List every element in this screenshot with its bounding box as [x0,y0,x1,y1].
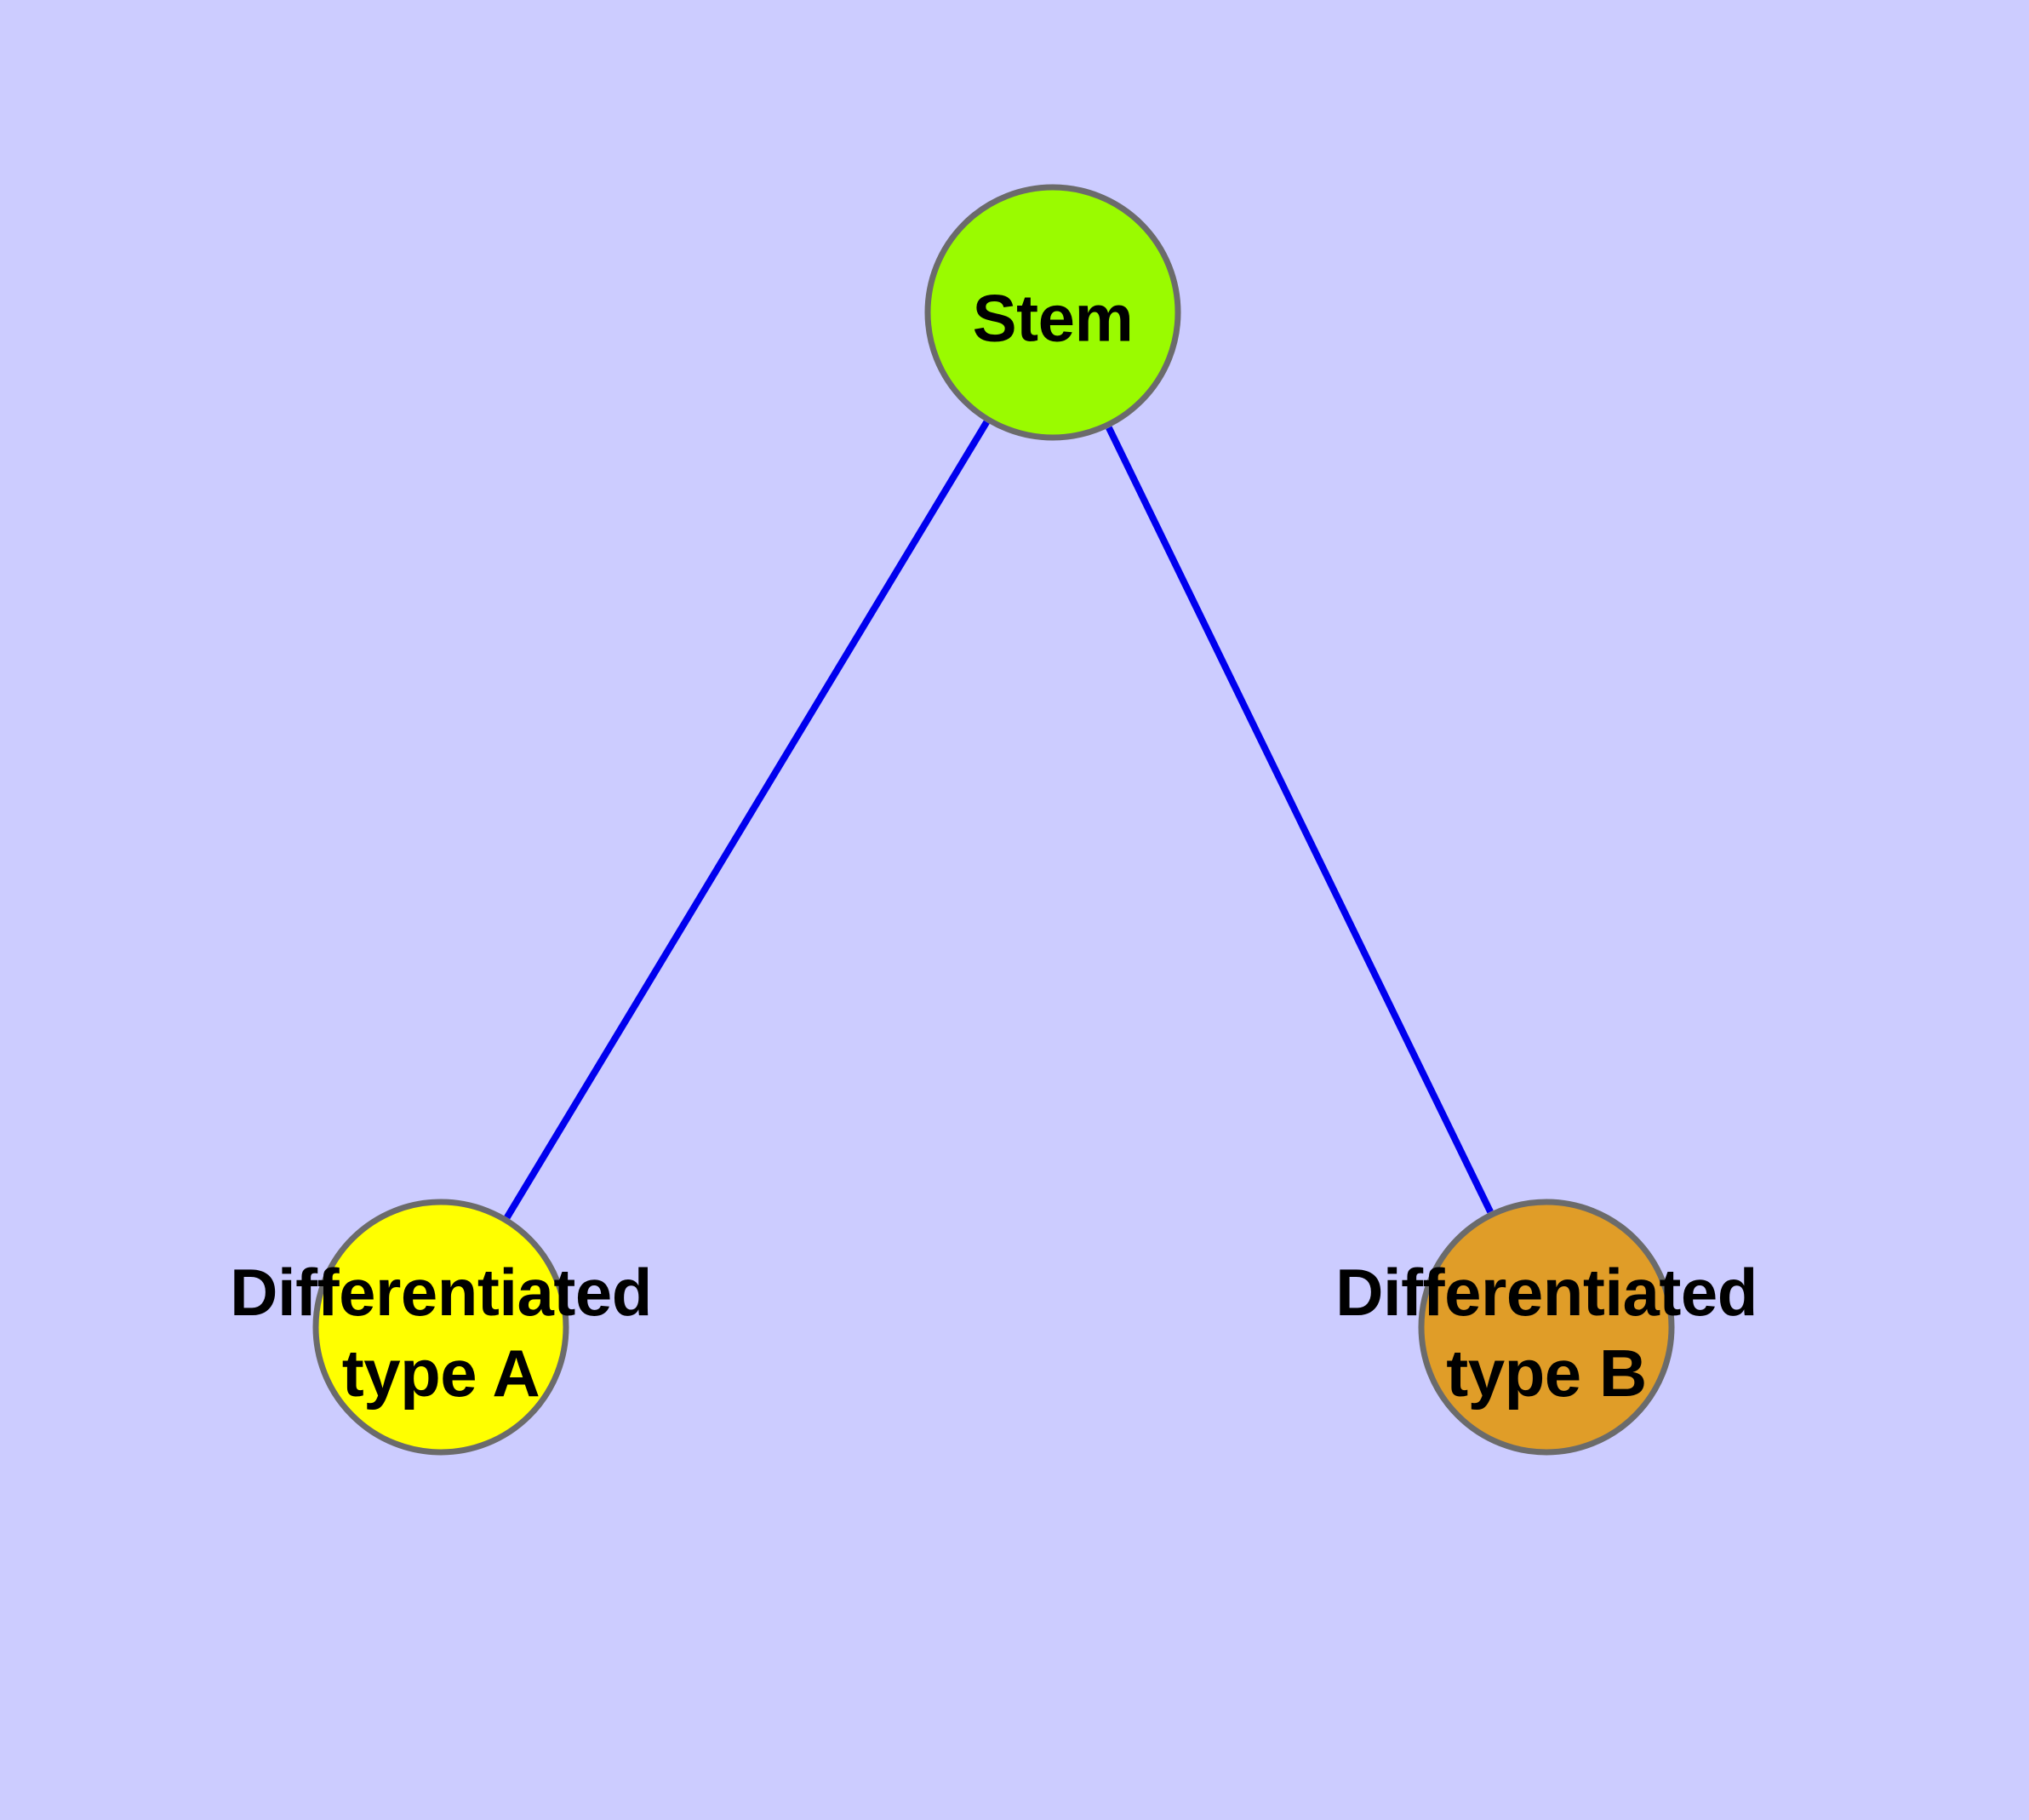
graph-node-diff_a[interactable] [312,1199,569,1456]
graph-node-diff_b[interactable] [1418,1199,1675,1456]
edge-layer [504,420,1494,1220]
graph-edge-stem-to-a[interactable] [504,420,990,1220]
graph-edge-stem-to-b[interactable] [1106,426,1494,1214]
graph-node-stem[interactable] [924,184,1181,441]
node-layer [312,184,1675,1456]
